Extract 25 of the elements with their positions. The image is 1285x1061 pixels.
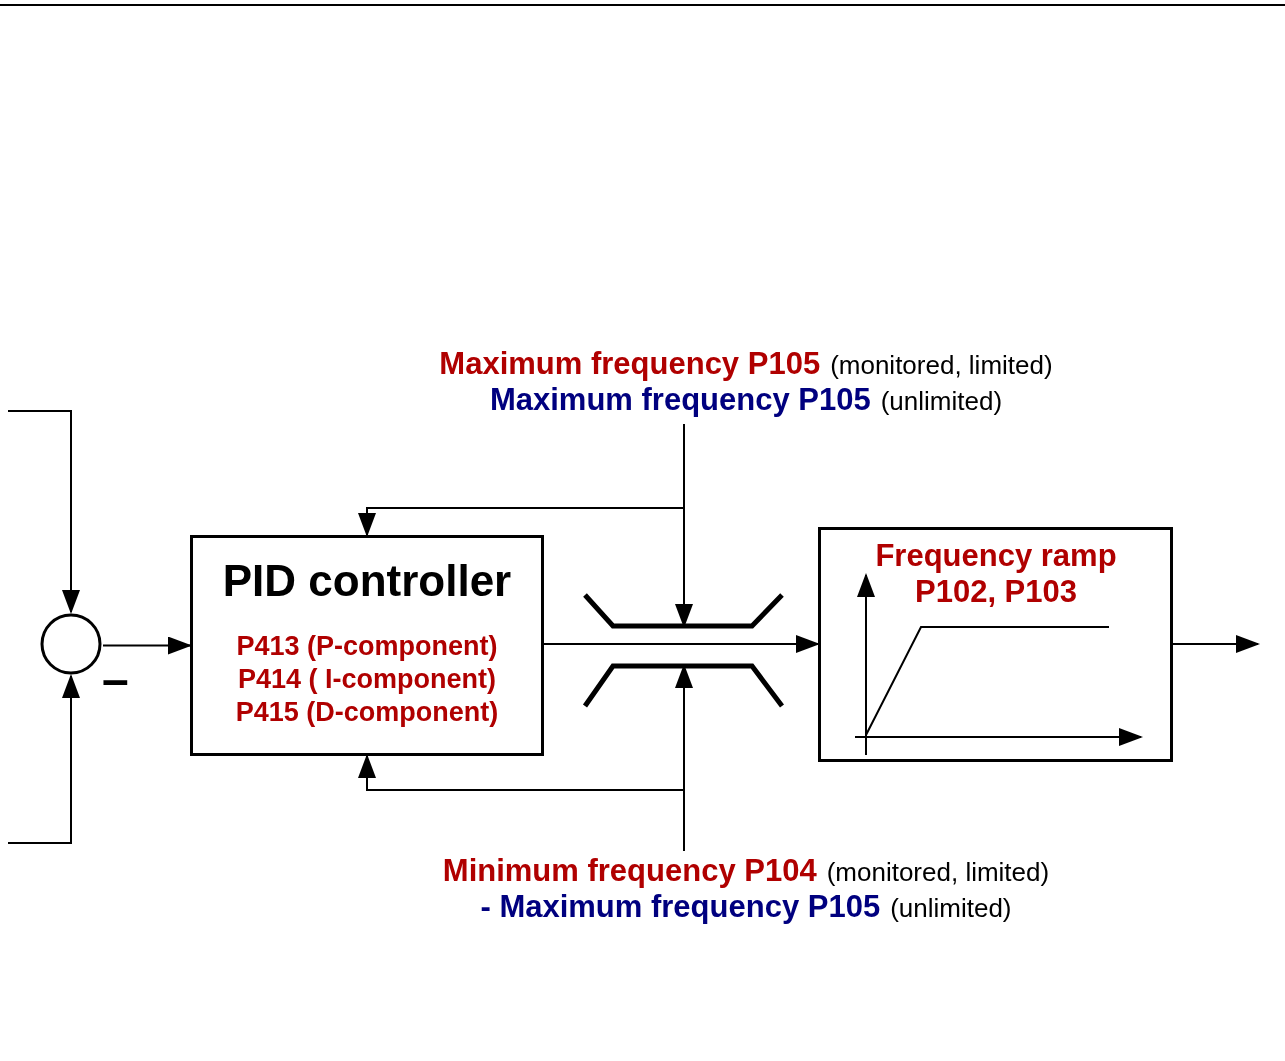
parameter-label: P415 (D-component) [234, 696, 500, 729]
parameter-label: - Maximum frequency P105 [480, 889, 881, 924]
controller-box [190, 535, 544, 756]
note-text: (unlimited) [890, 893, 1012, 923]
ramp-box [818, 527, 1173, 762]
note-text: (monitored, limited) [830, 350, 1053, 380]
arrow [102, 636, 192, 655]
minus-sign: – [102, 656, 129, 704]
arrow [7, 410, 80, 614]
arrow [358, 754, 685, 852]
parameter-label: P414 ( I-component) [237, 663, 497, 696]
parameter-label: Minimum frequency P104 [442, 853, 817, 888]
parameter-label: Maximum frequency P105 [439, 346, 821, 381]
limiter-drawing [582, 592, 786, 710]
parameter-label: P413 (P-component) [235, 630, 499, 663]
block-title: PID controller [221, 556, 513, 606]
arrow [7, 674, 80, 844]
arrow [785, 635, 820, 653]
parameter-label: Maximum frequency P105 [489, 382, 871, 417]
arrow [358, 423, 685, 537]
note-text: (monitored, limited) [826, 857, 1050, 887]
summing-junction [39, 612, 103, 676]
block-title: Frequency ramp P102, P103 [874, 538, 1118, 610]
arrow [1172, 635, 1260, 653]
note-text: (unlimited) [880, 386, 1003, 416]
